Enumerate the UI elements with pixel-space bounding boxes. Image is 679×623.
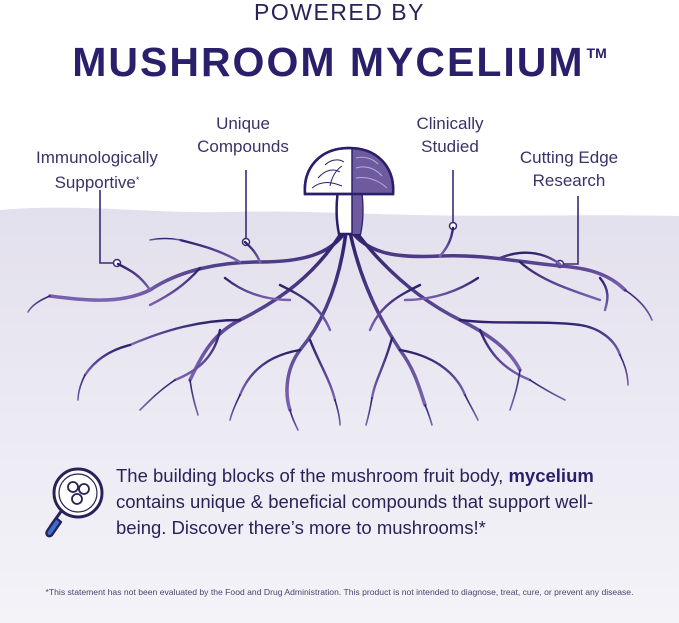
fda-disclaimer: *This statement has not been evaluated b… — [0, 587, 679, 597]
callout-immuno-asterisk: * — [135, 175, 140, 185]
description-line-1: The building blocks of the mushroom frui… — [116, 463, 656, 489]
callout-immunologically-supportive: Immunologically Supportive* — [24, 146, 170, 194]
mushroom-icon — [303, 146, 395, 236]
disclaimer-text: This statement has not been evaluated by… — [48, 587, 634, 597]
disclaimer-asterisk: * — [45, 587, 49, 597]
callout-research-line2: Research — [532, 171, 606, 190]
description-line-1-text: The building blocks of the mushroom frui… — [116, 465, 509, 486]
description-line-2: contains unique & beneficial compounds t… — [116, 491, 594, 512]
callout-clinical-line2: Studied — [421, 137, 479, 156]
trademark-mark: TM — [586, 45, 607, 61]
callout-immuno-line1: Immunologically — [36, 148, 158, 167]
main-heading-text: MUSHROOM MYCELIUM — [72, 39, 585, 85]
callout-unique-compounds: Unique Compounds — [188, 112, 298, 158]
description-keyword: mycelium — [508, 465, 594, 486]
callout-compounds-line1: Unique — [216, 114, 270, 133]
callout-cutting-edge-research: Cutting Edge Research — [510, 146, 628, 192]
magnifier-icon — [45, 467, 104, 538]
mycelium-description: The building blocks of the mushroom frui… — [116, 463, 656, 541]
mycelium-roots — [27, 226, 653, 431]
callout-research-line1: Cutting Edge — [519, 148, 619, 167]
description-line-3: being. Discover there’s more to mushroom… — [116, 517, 486, 538]
eyebrow-heading: POWERED BY — [254, 0, 425, 25]
callout-leader-lines — [99, 170, 579, 265]
callout-immuno-line2-text: Supportive — [54, 173, 136, 192]
callout-compounds-line2: Compounds — [197, 137, 289, 156]
callout-clinically-studied: Clinically Studied — [400, 112, 500, 158]
callout-clinical-line1: Clinically — [416, 114, 484, 133]
callout-immuno-line2: Supportive* — [24, 169, 170, 194]
